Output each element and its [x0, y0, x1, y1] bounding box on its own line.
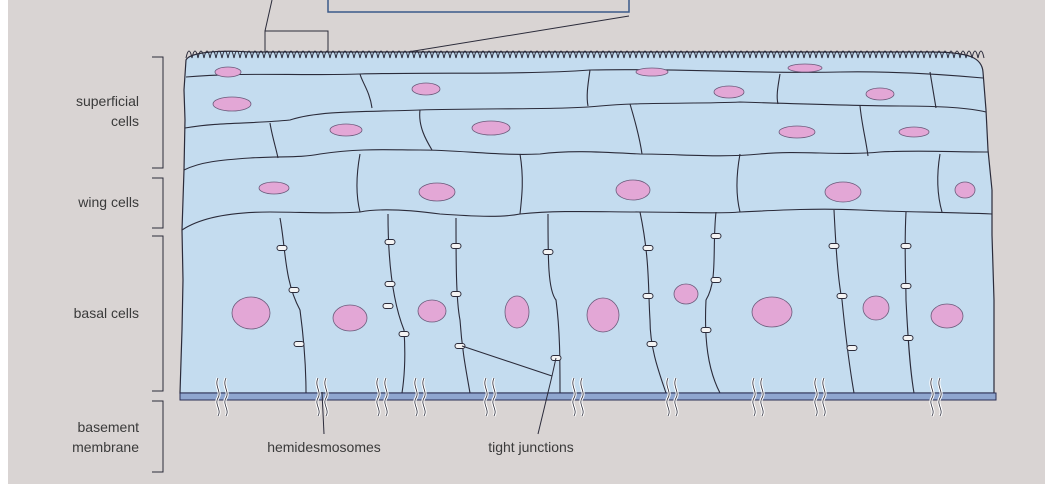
wing-cells-label: wing cells — [77, 194, 139, 210]
nucleus — [587, 298, 619, 332]
superficial-label-line1: superficial — [76, 93, 139, 109]
tight-junction-marker — [901, 244, 911, 249]
nucleus — [674, 284, 698, 304]
nucleus — [418, 300, 446, 322]
tight-junction-marker — [385, 282, 395, 287]
nucleus — [825, 182, 861, 202]
tight-junction-marker — [711, 278, 721, 283]
tight-junction-marker — [294, 342, 304, 347]
tight-junction-marker — [383, 304, 393, 309]
nucleus — [412, 83, 440, 95]
nucleus — [419, 183, 455, 201]
nucleus — [330, 124, 362, 136]
nucleus — [259, 182, 289, 194]
nucleus — [931, 304, 963, 328]
tight-junction-marker — [903, 336, 913, 341]
left-page-border — [0, 0, 8, 484]
nucleus — [616, 180, 650, 200]
nucleus — [215, 67, 241, 77]
tight-junction-marker — [399, 332, 409, 337]
basal-cells-label: basal cells — [74, 305, 139, 321]
tight-junction-marker — [711, 234, 721, 239]
nucleus — [752, 297, 792, 327]
nucleus — [866, 88, 894, 100]
nucleus — [714, 86, 744, 98]
nucleus — [899, 127, 929, 137]
tight-junction-marker — [647, 342, 657, 347]
tight-junction-marker — [837, 294, 847, 299]
tight-junction-marker — [847, 346, 857, 351]
tight-junction-marker — [385, 240, 395, 245]
nucleus — [472, 121, 510, 135]
nucleus — [333, 305, 367, 331]
tight-junction-marker — [451, 244, 461, 249]
tight-junction-marker — [451, 292, 461, 297]
tight-junction-marker — [829, 244, 839, 249]
tight-junctions-label: tight junctions — [488, 439, 574, 455]
nucleus — [232, 297, 270, 329]
tight-junction-marker — [277, 246, 287, 251]
tight-junction-marker — [701, 328, 711, 333]
nucleus — [863, 296, 889, 320]
nucleus — [213, 97, 251, 111]
nucleus — [955, 182, 975, 198]
basement-label-line2: membrane — [72, 439, 139, 455]
nucleus — [779, 126, 815, 138]
nucleus — [788, 64, 822, 72]
tight-junction-marker — [643, 294, 653, 299]
hemidesmosomes-label: hemidesmosomes — [267, 439, 381, 455]
tight-junction-marker — [289, 288, 299, 293]
nucleus — [636, 68, 668, 76]
tight-junction-marker — [643, 246, 653, 251]
tight-junction-marker — [543, 250, 553, 255]
basement-label-line1: basement — [78, 419, 140, 435]
tight-junction-marker — [901, 284, 911, 289]
nucleus — [505, 296, 529, 328]
superficial-label-line2: cells — [111, 113, 139, 129]
basement-membrane-bar — [180, 393, 996, 400]
